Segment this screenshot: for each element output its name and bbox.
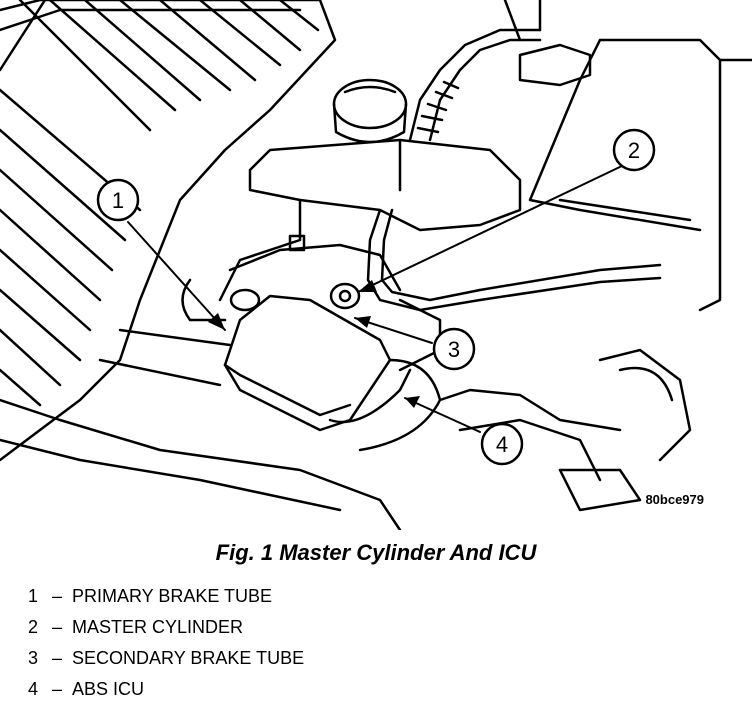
- legend-list: 1–PRIMARY BRAKE TUBE 2–MASTER CYLINDER 3…: [28, 583, 304, 707]
- legend-dash: –: [51, 617, 62, 637]
- fluid-reservoir: [218, 78, 522, 302]
- legend-item: 1–PRIMARY BRAKE TUBE: [28, 583, 304, 614]
- brake-tubes: [366, 208, 662, 372]
- callout-1-label: 1: [112, 188, 124, 213]
- image-code: 80bce979: [645, 492, 704, 507]
- legend-label: MASTER CYLINDER: [72, 617, 244, 637]
- legend-item: 4–ABS ICU: [28, 676, 304, 707]
- legend-item: 3–SECONDARY BRAKE TUBE: [28, 645, 304, 676]
- leader-arrowheads: [208, 280, 420, 408]
- frame-rail: [0, 328, 692, 530]
- wire-harness: [408, 0, 592, 142]
- callout-2: 2: [612, 128, 656, 172]
- battery-box: [528, 38, 752, 312]
- legend-label: PRIMARY BRAKE TUBE: [72, 586, 273, 606]
- master-cylinder-illustration: 1 2 3 4 80bce979: [0, 0, 752, 530]
- callout-3: 3: [432, 327, 476, 371]
- legend-dash: –: [51, 586, 62, 606]
- figure-caption: Fig. 1 Master Cylinder And ICU: [215, 540, 537, 565]
- legend-dash: –: [51, 648, 62, 668]
- legend-number: 2: [28, 617, 39, 637]
- legend-number: 4: [28, 679, 39, 699]
- callout-4: 4: [480, 422, 524, 466]
- air-cleaner-housing: [0, 0, 337, 462]
- legend-number: 1: [28, 586, 39, 606]
- callout-3-label: 3: [448, 337, 460, 362]
- callout-4-label: 4: [496, 432, 508, 457]
- callout-2-label: 2: [628, 138, 640, 163]
- legend-dash: –: [51, 679, 62, 699]
- abs-icu-block: [223, 294, 442, 452]
- legend-item: 2–MASTER CYLINDER: [28, 614, 304, 645]
- legend-label: ABS ICU: [72, 679, 145, 699]
- master-cylinder-body: [181, 234, 402, 322]
- legend-number: 3: [28, 648, 39, 668]
- callout-1: 1: [96, 178, 140, 222]
- legend-label: SECONDARY BRAKE TUBE: [72, 648, 305, 668]
